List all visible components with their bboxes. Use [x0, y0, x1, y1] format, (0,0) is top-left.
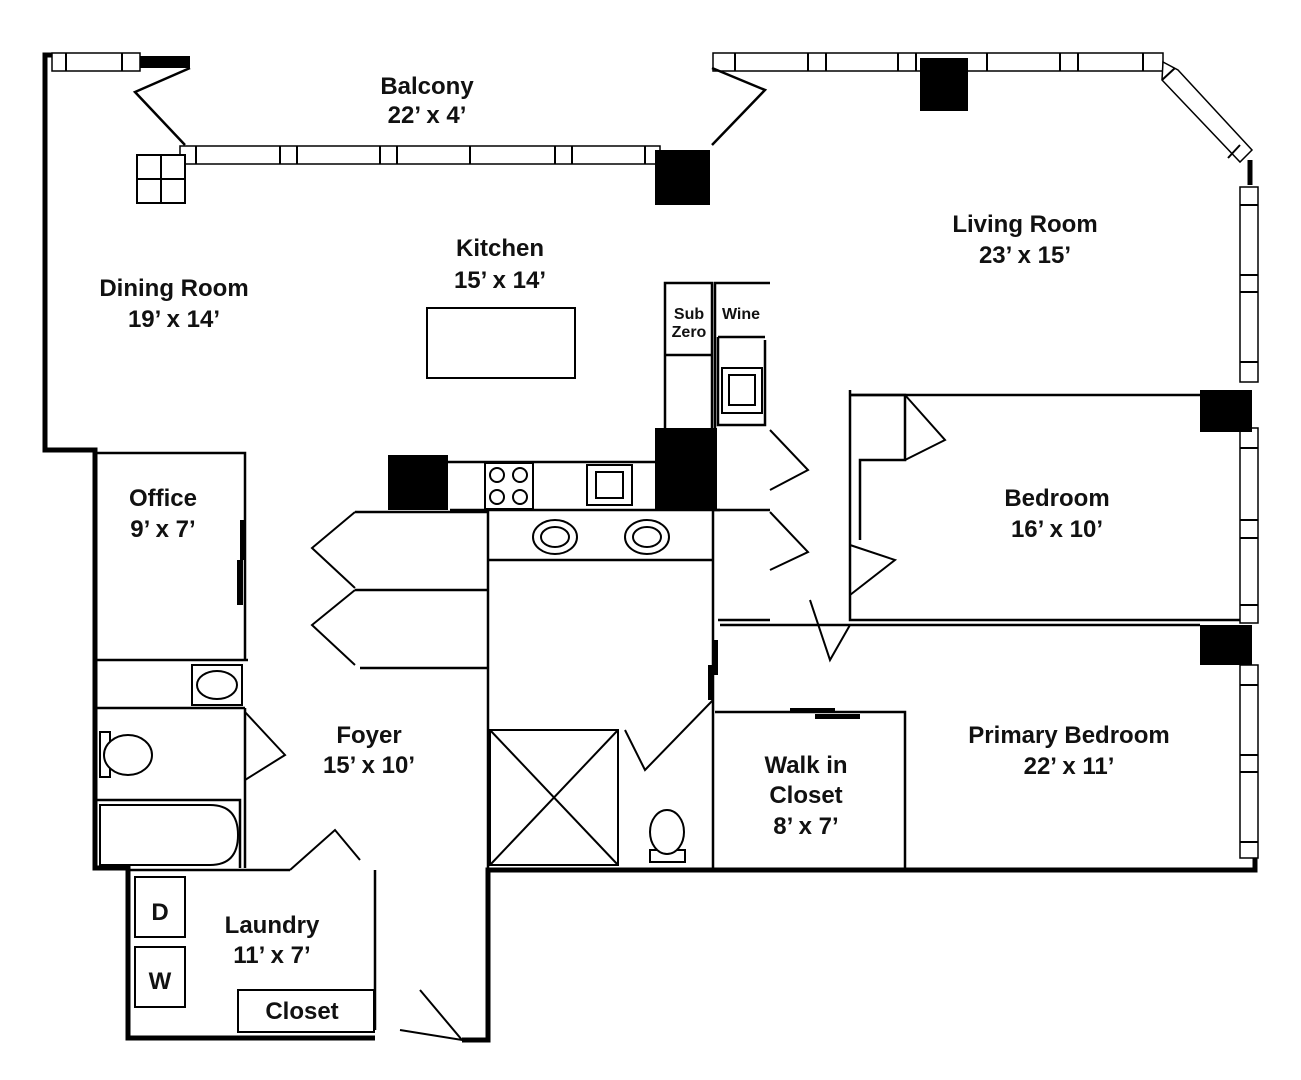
- dining-room-size: 19’ x 14’: [128, 306, 220, 333]
- kitchen-name: Kitchen: [456, 235, 544, 262]
- primary-bedroom-name: Primary Bedroom: [968, 722, 1169, 749]
- balcony-name: Balcony: [380, 73, 474, 100]
- office-name: Office: [129, 485, 197, 512]
- primary-bedroom-size: 22’ x 11’: [1024, 753, 1115, 780]
- foyer-name: Foyer: [336, 722, 401, 749]
- kitchen-size: 15’ x 14’: [454, 267, 546, 294]
- bedroom-name: Bedroom: [1004, 485, 1109, 512]
- bedroom-size: 16’ x 10’: [1011, 516, 1103, 543]
- wine-label: Wine: [722, 306, 760, 323]
- subzero-label-line1: Sub: [674, 306, 704, 323]
- bathtub: [99, 804, 240, 866]
- walk-in-closet-size: 8’ x 7’: [773, 813, 838, 840]
- toilet: [649, 809, 685, 855]
- kitchen-island: [426, 307, 576, 379]
- doors: [237, 394, 947, 1042]
- subzero-label-line2: Zero: [672, 324, 707, 341]
- room-labels: Balcony 22’ x 4’ Kitchen 15’ x 14’ Livin…: [99, 73, 1169, 1025]
- washer-label: W: [149, 968, 172, 995]
- bath-sink: [196, 670, 238, 700]
- laundry-name: Laundry: [225, 912, 320, 939]
- balcony-size: 22’ x 4’: [388, 102, 467, 129]
- dryer: [134, 876, 186, 938]
- dryer-label: D: [151, 899, 168, 926]
- columns: [388, 58, 1252, 665]
- living-room-name: Living Room: [952, 211, 1097, 238]
- balcony-railing: [132, 66, 768, 204]
- washer: [134, 946, 186, 1008]
- closet-name: Closet: [265, 998, 338, 1025]
- walk-in-closet-name-line1: Walk in: [764, 752, 847, 779]
- living-room-size: 23’ x 15’: [979, 242, 1071, 269]
- office-size: 9’ x 7’: [130, 516, 195, 543]
- toilet: [103, 734, 153, 776]
- foyer-size: 15’ x 10’: [323, 752, 415, 779]
- fixture-labels: Sub Zero Wine D W: [149, 306, 760, 995]
- dining-room-name: Dining Room: [99, 275, 248, 302]
- laundry-size: 11’ x 7’: [233, 942, 310, 969]
- walk-in-closet-name-line2: Closet: [769, 782, 842, 809]
- fixtures: [99, 307, 763, 1008]
